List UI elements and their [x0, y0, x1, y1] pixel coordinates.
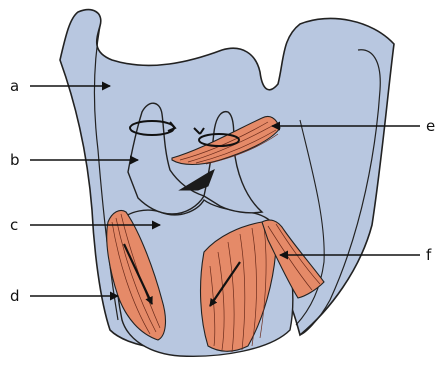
label-f: f — [426, 246, 432, 264]
label-a: a — [10, 77, 19, 95]
label-d: d — [10, 287, 20, 305]
label-e: e — [426, 117, 435, 135]
label-b: b — [10, 151, 20, 169]
label-c: c — [10, 216, 18, 234]
